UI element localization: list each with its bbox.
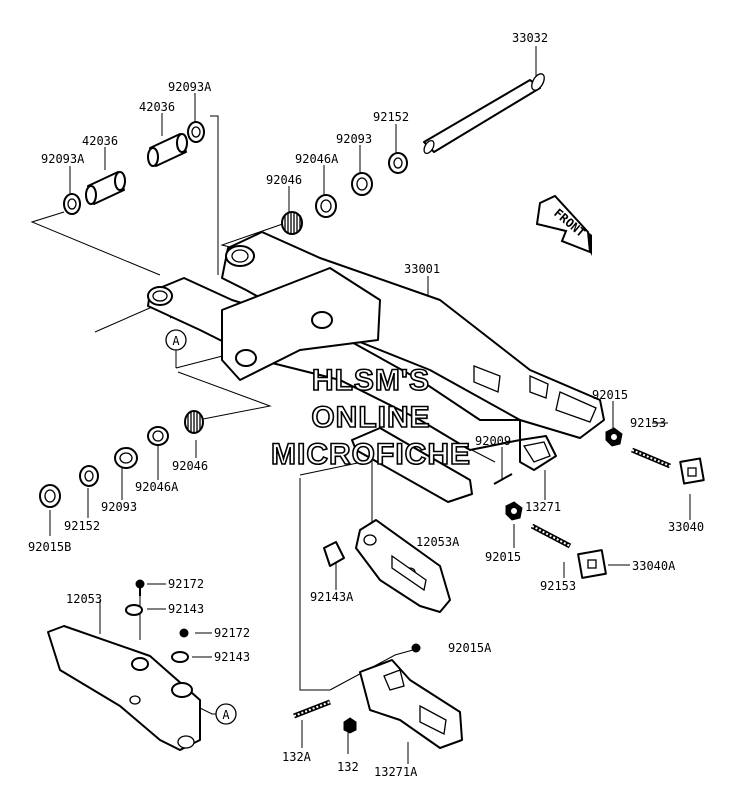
pivot-seals-upper	[281, 152, 408, 235]
label-92172-b: 92172	[214, 626, 250, 640]
chain-slider-part	[351, 427, 705, 579]
watermark-line-3: MICROFICHE	[271, 438, 471, 471]
callout-a-upper-label: A	[172, 334, 180, 348]
label-13271a: 13271A	[374, 765, 418, 779]
label-132: 132	[337, 760, 359, 774]
label-92015a: 92015A	[448, 641, 492, 655]
label-12053: 12053	[66, 592, 102, 606]
label-33001: 33001	[404, 262, 440, 276]
label-132a: 132A	[282, 750, 312, 764]
label-92152-mid: 92152	[64, 519, 100, 533]
label-92093-top: 92093	[336, 132, 372, 146]
watermark-line-2: ONLINE	[311, 401, 430, 434]
label-92046-mid: 92046	[172, 459, 208, 473]
label-92015b: 92015B	[28, 540, 71, 554]
callout-a-lower-label: A	[222, 708, 230, 722]
label-92015-mid: 92015	[485, 550, 521, 564]
label-92143-b: 92143	[214, 650, 250, 664]
callout-a-lower: A	[215, 703, 237, 725]
label-92046a-mid: 92046A	[135, 480, 179, 494]
label-33032: 33032	[512, 31, 548, 45]
label-92046-top: 92046	[266, 173, 302, 187]
label-92015-right: 92015	[592, 388, 628, 402]
swingarm-part	[147, 231, 605, 451]
label-13271: 13271	[525, 500, 561, 514]
callout-a-upper: A	[165, 329, 187, 351]
label-42036-left: 42036	[82, 134, 118, 148]
label-92153-right: 92153	[630, 416, 666, 430]
chain-guide-lower-part	[47, 579, 201, 751]
pivot-seals-lower	[39, 410, 204, 508]
label-92143-a: 92143	[168, 602, 204, 616]
label-92046a-top: 92046A	[295, 152, 339, 166]
label-92093-mid: 92093	[101, 500, 137, 514]
label-92093a-top: 92093A	[168, 80, 212, 94]
pivot-bushings	[63, 121, 205, 215]
label-92172-a: 92172	[168, 577, 204, 591]
label-42036-top: 42036	[139, 100, 175, 114]
label-92009: 92009	[475, 434, 511, 448]
label-33040a: 33040A	[632, 559, 676, 573]
leader-lines	[30, 46, 691, 764]
chain-guide-part	[323, 519, 451, 613]
label-92143a: 92143A	[310, 590, 354, 604]
label-92152-top: 92152	[373, 110, 409, 124]
label-92093a-left: 92093A	[41, 152, 85, 166]
label-33040: 33040	[668, 520, 704, 534]
front-direction-arrow: FRONT	[535, 194, 592, 256]
chain-slider-lower-part	[293, 643, 463, 749]
part-number-labels: 33032 92093A 42036 92152 42036 92093 920…	[28, 31, 704, 779]
watermark: HLSM'S ONLINE MICROFICHE	[270, 363, 471, 472]
label-92153-bottom: 92153	[540, 579, 576, 593]
pivot-shaft-part	[423, 73, 545, 155]
watermark-line-1: HLSM'S	[312, 364, 430, 397]
label-12053a: 12053A	[416, 535, 460, 549]
